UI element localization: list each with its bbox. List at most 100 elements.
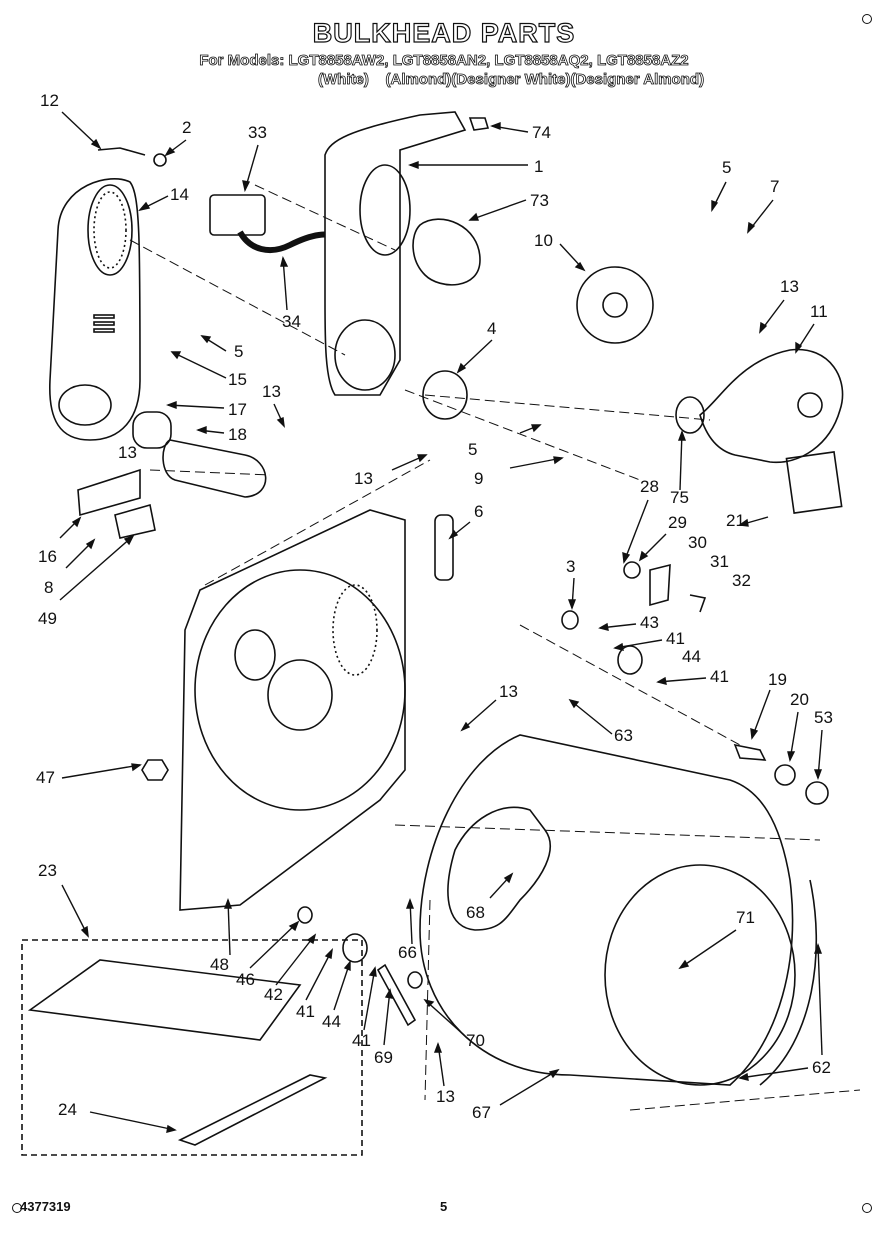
callout-label: 2 <box>182 118 191 137</box>
callout-label: 13 <box>780 277 799 296</box>
callout-label: 3 <box>566 557 575 576</box>
seal-part-62 <box>759 879 818 1086</box>
callout-label: 41 <box>296 1002 315 1021</box>
callout-label: 5 <box>722 158 731 177</box>
callout-label: 4 <box>487 319 496 338</box>
drum-part-67 <box>419 734 794 1086</box>
part-19 <box>733 743 767 761</box>
callout-label: 16 <box>38 547 57 566</box>
washer-part-29 <box>623 561 641 579</box>
model-colors: (White) (Almond)(Designer White)(Designe… <box>318 71 705 89</box>
callout-label: 66 <box>398 943 417 962</box>
callout-label: 62 <box>812 1058 831 1077</box>
callout-label: 21 <box>726 511 745 530</box>
rack-outline <box>21 939 363 1156</box>
front-bulkhead-48 <box>179 509 406 911</box>
callout-label: 71 <box>736 908 755 927</box>
callout-label: 43 <box>640 613 659 632</box>
bracket-part-49 <box>114 503 156 539</box>
callout-label: 32 <box>732 571 751 590</box>
rack-part-23 <box>27 959 302 1041</box>
callout-label: 53 <box>814 708 833 727</box>
front-panel-cover <box>49 178 141 441</box>
callout-label: 15 <box>228 370 247 389</box>
assembly-lines <box>129 184 861 1111</box>
leader-arrows <box>59 111 823 1133</box>
callout-label: 41 <box>710 667 729 686</box>
part-20 <box>774 764 796 786</box>
baffle-part-68 <box>447 806 551 931</box>
callout-label: 13 <box>354 469 373 488</box>
callout-label: 48 <box>210 955 229 974</box>
callout-label: 28 <box>640 477 659 496</box>
callout-label: 18 <box>228 425 247 444</box>
callout-label: 75 <box>670 488 689 507</box>
filter-housing-18 <box>162 439 267 498</box>
callout-label: 31 <box>710 552 729 571</box>
nut-part-47 <box>141 759 169 781</box>
callout-label: 13 <box>499 682 518 701</box>
callout-label: 47 <box>36 768 55 787</box>
callout-label: 17 <box>228 400 247 419</box>
callout-label: 29 <box>668 513 687 532</box>
callout-label: 6 <box>474 502 483 521</box>
callout-label: 1 <box>534 157 543 176</box>
callout-label: 24 <box>58 1100 77 1119</box>
callout-label: 73 <box>530 191 549 210</box>
page-number: 5 <box>440 1199 448 1214</box>
clip-part-12 <box>97 147 146 156</box>
ring-part-4 <box>422 370 468 420</box>
callout-label: 11 <box>810 302 828 321</box>
callout-label: 12 <box>40 91 59 110</box>
callout-label: 68 <box>466 903 485 922</box>
drum-opening <box>604 864 796 1086</box>
callout-label: 67 <box>472 1103 491 1122</box>
label-part-21 <box>785 451 843 514</box>
rear-bulkhead-1 <box>324 111 467 396</box>
bracket-part-30 <box>649 563 671 607</box>
callout-label: 20 <box>790 690 809 709</box>
seal-part-75 <box>675 396 705 434</box>
bulkhead-duct-1 <box>359 164 411 256</box>
bracket-part-16 <box>77 468 141 517</box>
callout-label: 23 <box>38 861 57 880</box>
callout-label: 46 <box>236 970 255 989</box>
callout-label: 41 <box>666 629 685 648</box>
washer-part-70 <box>407 971 423 989</box>
callout-label: 63 <box>614 726 633 745</box>
callout-label: 34 <box>282 312 301 331</box>
corner-hole-bottom-left <box>12 1203 22 1213</box>
callout-label: 5 <box>234 342 243 361</box>
callout-label: 41 <box>352 1031 371 1050</box>
callout-label: 44 <box>322 1012 341 1031</box>
callout-label: 70 <box>466 1031 485 1050</box>
callout-label: 8 <box>44 578 53 597</box>
part-drawings <box>21 111 861 1156</box>
callout-label: 74 <box>532 123 551 142</box>
blower-housing-11 <box>699 348 844 464</box>
callout-label: 13 <box>436 1087 455 1106</box>
seal-part-73 <box>412 218 481 286</box>
callout-label: 13 <box>118 443 137 462</box>
callout-label: 7 <box>770 177 779 196</box>
corner-hole-top-right <box>862 14 872 24</box>
washer-part-3 <box>561 610 579 630</box>
harness-connector-33 <box>209 194 266 236</box>
callout-label: 13 <box>262 382 281 401</box>
part-6 <box>434 514 454 581</box>
callout-label: 44 <box>682 647 701 666</box>
callout-labels: 12 2 33 74 1 14 73 5 7 10 34 4 13 11 5 1… <box>36 91 833 1122</box>
blower-wheel-10 <box>576 266 654 344</box>
filter-tube-17 <box>132 411 172 449</box>
page-title: BULKHEAD PARTS <box>312 17 576 48</box>
callout-label: 19 <box>768 670 787 689</box>
callout-label: 30 <box>688 533 707 552</box>
callout-label: 33 <box>248 123 267 142</box>
clip-part-74 <box>468 117 490 131</box>
model-list: For Models: LGT8858AW2, LGT8858AN2, LGT8… <box>199 52 689 70</box>
roller-part-44-lower <box>342 933 368 963</box>
shaft-part-69 <box>376 963 417 1027</box>
washer-part-46 <box>297 906 313 924</box>
callout-label: 69 <box>374 1048 393 1067</box>
